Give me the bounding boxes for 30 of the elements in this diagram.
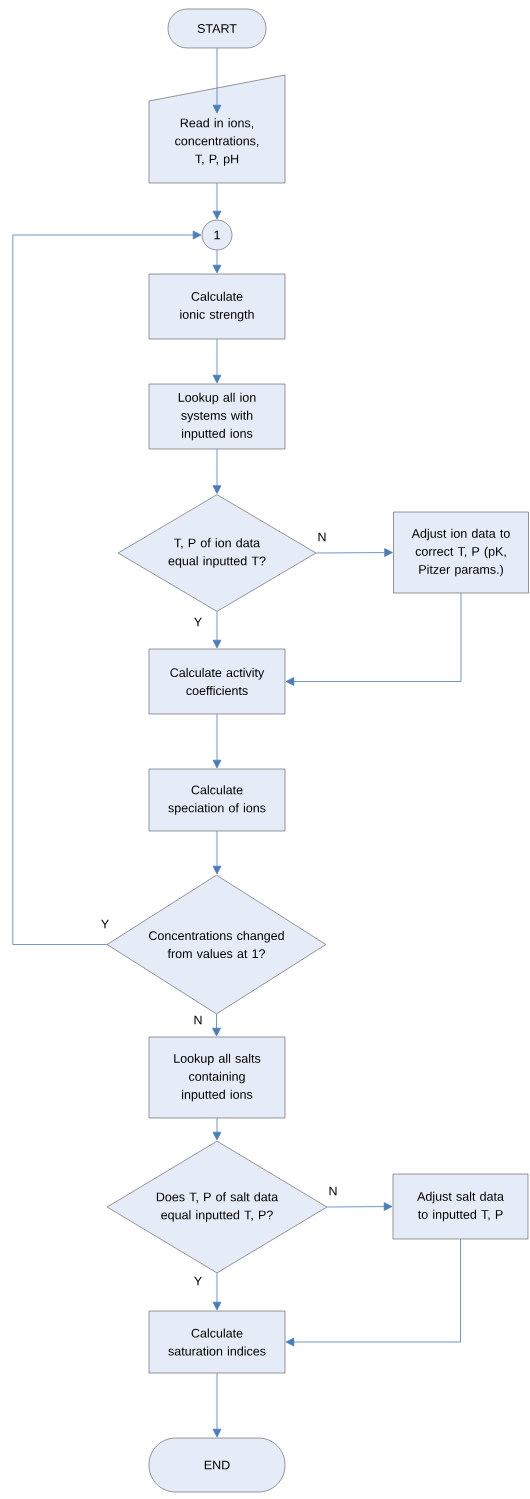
process-box: Calculate ionic strength [148, 273, 286, 340]
process-box: Calculate activity coefficients [148, 648, 286, 715]
process-box: Adjust salt data to inputted T, P [392, 1173, 529, 1240]
arrow [212, 1013, 221, 1037]
edge-label: Y [192, 616, 204, 628]
edge-label: N [192, 1014, 204, 1026]
arrow [326, 1202, 393, 1211]
arrow [212, 338, 222, 384]
arrow [212, 47, 222, 114]
arrow [212, 448, 222, 494]
arrow [212, 611, 222, 649]
arrow [212, 182, 222, 220]
process-box: Calculate speciation of ions [148, 768, 286, 832]
process-box: Adjust ion data to correct T, P (pK, Pitzer params.) [393, 511, 529, 594]
arrow [212, 1372, 222, 1438]
process-box: Lookup all ion systems with inputted ions [148, 383, 286, 450]
arrow [212, 830, 222, 875]
arrow [285, 1238, 461, 1347]
arrow [212, 249, 222, 274]
arrow [212, 1272, 222, 1311]
arrow [212, 1117, 222, 1141]
arrow [285, 592, 462, 686]
process-box: Lookup all salts containing inputted ions [148, 1036, 286, 1119]
edge-label: N [327, 1185, 339, 1197]
edge-label: N [316, 531, 328, 543]
arrow [212, 713, 222, 769]
edge-label: Y [192, 1275, 204, 1287]
arrow [315, 548, 393, 557]
arrow [12, 230, 202, 945]
process-box: Calculate saturation indices [148, 1310, 286, 1374]
